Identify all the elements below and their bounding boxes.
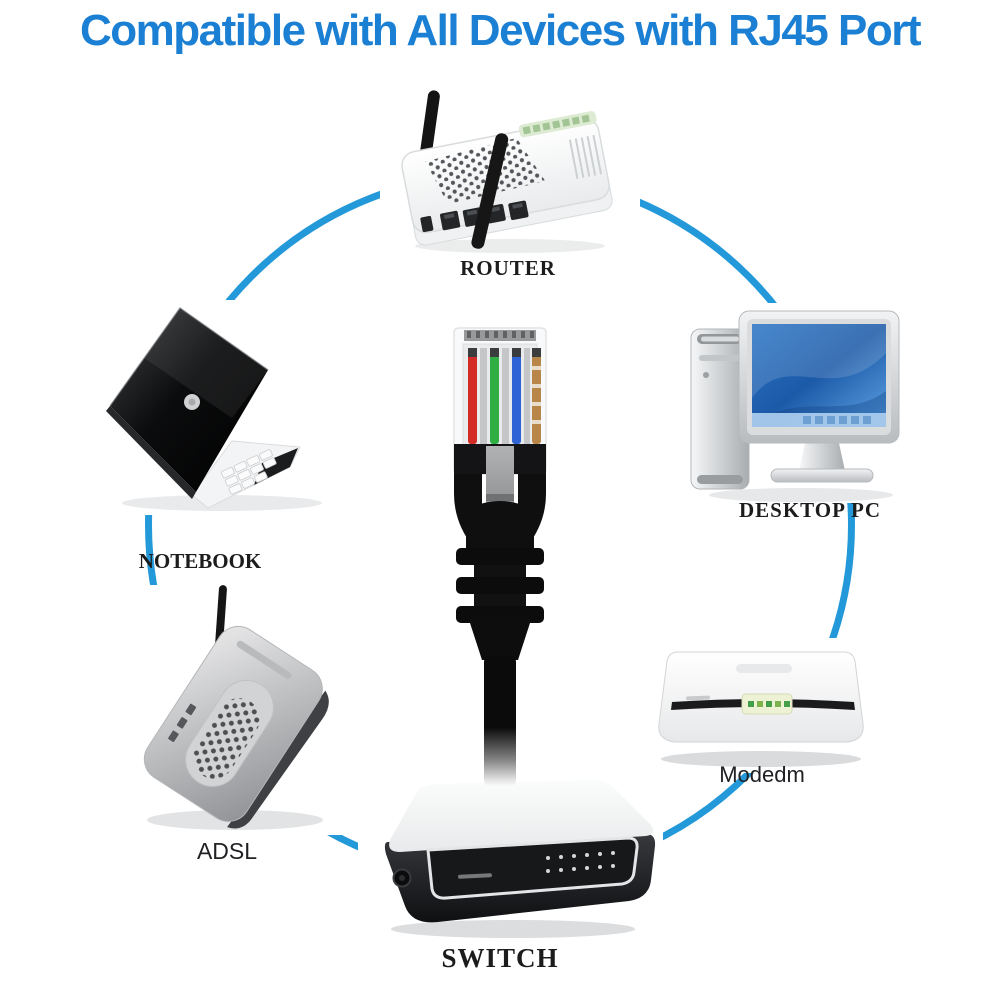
rj45-connector-icon (453, 327, 547, 786)
modem-label: Modedm (719, 762, 805, 787)
modem-illustration (648, 638, 873, 773)
desktop-pc-icon (690, 310, 900, 502)
poster-title: Compatible with All Devices with RJ45 Po… (79, 6, 922, 55)
adsl-illustration (130, 585, 345, 835)
adsl-modem-icon (143, 585, 329, 830)
notebook-illustration (92, 300, 347, 515)
switch-label: SWITCH (441, 943, 559, 973)
router-label: ROUTER (460, 256, 556, 280)
adsl-label: ADSL (196, 838, 258, 864)
desktop-pc-illustration (683, 303, 903, 503)
rj45-cable-illustration (430, 318, 570, 788)
notebook-label: NOTEBOOK (138, 549, 262, 573)
router-icon (401, 90, 613, 253)
switch-illustration (358, 778, 663, 943)
modem-icon (658, 651, 864, 767)
router-illustration (380, 88, 640, 256)
desktop-pc-label: DESKTOP PC (738, 498, 882, 522)
switch-icon (384, 780, 656, 938)
notebook-icon (106, 306, 322, 511)
